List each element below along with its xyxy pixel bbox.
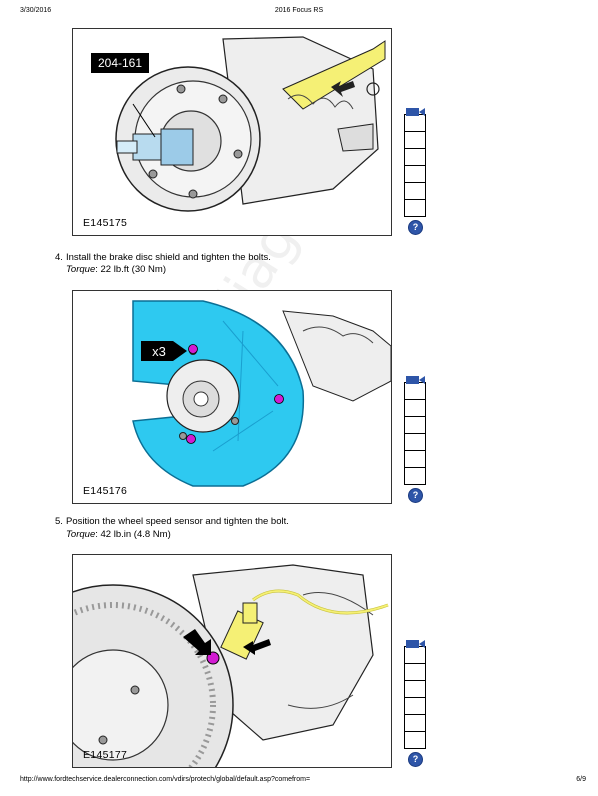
torque-spec: Torque: 42 lb.in (4.8 Nm) — [66, 529, 171, 540]
torque-value: : 42 lb.in (4.8 Nm) — [95, 529, 171, 540]
torque-label: Torque — [66, 264, 96, 275]
step-5: 5.Position the wheel speed sensor and ti… — [55, 516, 289, 528]
torque-label: Torque — [66, 529, 96, 540]
figure-code: E145177 — [83, 749, 128, 761]
hub-tool-illustration: 204-161 — [91, 36, 386, 212]
step-text: Position the wheel speed sensor and tigh… — [66, 516, 289, 527]
help-icon[interactable]: ? — [408, 752, 423, 767]
footer-url[interactable]: http://www.fordtechservice.dealerconnect… — [20, 776, 311, 783]
figure-code: E145176 — [83, 485, 128, 497]
header-title: 2016 Focus RS — [274, 7, 324, 14]
figure-disc-shield: x3 E145176 — [72, 290, 392, 504]
header-date: 3/30/2016 — [20, 7, 52, 14]
bolt-count-callout: x3 — [152, 344, 166, 359]
figure-code: E145175 — [83, 217, 128, 229]
help-icon[interactable]: ? — [408, 488, 423, 503]
disc-shield-illustration: x3 — [132, 300, 391, 487]
step-4: 4.Install the brake disc shield and tigh… — [55, 252, 271, 264]
figure-hub-tool: 204-161 E145175 — [72, 28, 392, 236]
help-icon[interactable]: ? — [408, 220, 423, 235]
step-number: 4. — [55, 252, 63, 263]
video-icon[interactable] — [404, 372, 426, 384]
step-text: Install the brake disc shield and tighte… — [66, 252, 271, 263]
step-number: 5. — [55, 516, 63, 527]
figure-1-sidebar: ? — [404, 104, 426, 235]
step-checkboxes[interactable] — [404, 382, 426, 485]
step-checkboxes[interactable] — [404, 646, 426, 749]
figure-wheel-speed-sensor: E145177 — [72, 554, 392, 768]
video-icon[interactable] — [404, 636, 426, 648]
tool-callout: 204-161 — [98, 56, 142, 70]
torque-spec: Torque: 22 lb.ft (30 Nm) — [66, 264, 166, 275]
figure-3-sidebar: ? — [404, 636, 426, 767]
page-number: 6/9 — [576, 776, 586, 783]
video-icon[interactable] — [404, 104, 426, 116]
sensor-illustration — [73, 564, 389, 767]
torque-value: : 22 lb.ft (30 Nm) — [95, 264, 166, 275]
step-checkboxes[interactable] — [404, 114, 426, 217]
figure-2-sidebar: ? — [404, 372, 426, 503]
